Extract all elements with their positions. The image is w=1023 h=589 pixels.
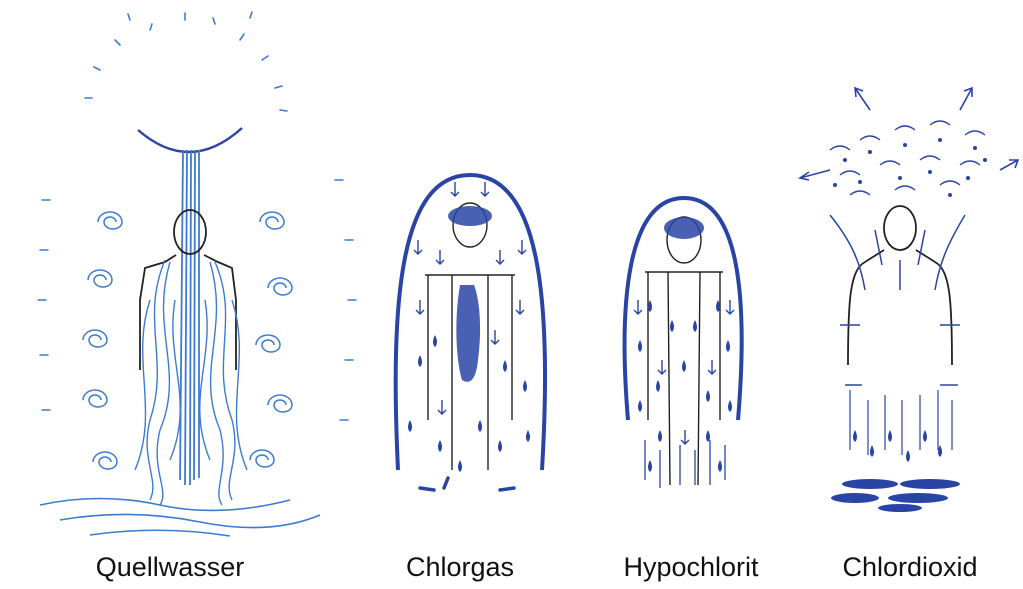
- sun-arc: [138, 128, 242, 152]
- gas-cloud: [830, 121, 985, 195]
- outward-arrows: [800, 88, 1018, 180]
- panel-quellwasser: [0, 0, 380, 545]
- droplets: [853, 430, 942, 462]
- hypochlorit-drawing: [600, 0, 760, 545]
- droplets: [638, 300, 732, 472]
- feet-marks: [420, 478, 514, 490]
- figure-outline: [645, 217, 723, 485]
- panel-hypochlorit: [600, 0, 760, 545]
- side-marks: [38, 180, 356, 420]
- caption-chlorgas: Chlorgas: [380, 552, 540, 583]
- caption-chlordioxid: Chlordioxid: [820, 552, 1000, 583]
- swirl-icons-right: [250, 212, 292, 467]
- panel-chlorgas: [380, 0, 560, 545]
- sun-rays: [85, 12, 287, 111]
- ground-waves: [40, 499, 320, 537]
- puddles: [831, 479, 960, 512]
- water-column: [180, 150, 199, 485]
- drip-lines: [850, 390, 952, 455]
- quellwasser-drawing: [0, 0, 380, 545]
- gas-particles: [833, 138, 987, 197]
- panel-chlordioxid: [790, 0, 1023, 545]
- drip-lines: [645, 440, 725, 488]
- caption-hypochlorit: Hypochlorit: [606, 552, 776, 583]
- swirl-icons-left: [83, 212, 122, 469]
- figure-outline: [140, 210, 236, 370]
- chlordioxid-drawing: [790, 0, 1023, 545]
- hypochlorit-head-hatch: [664, 217, 704, 239]
- caption-quellwasser: Quellwasser: [80, 552, 260, 583]
- chlorgas-drawing: [380, 0, 560, 545]
